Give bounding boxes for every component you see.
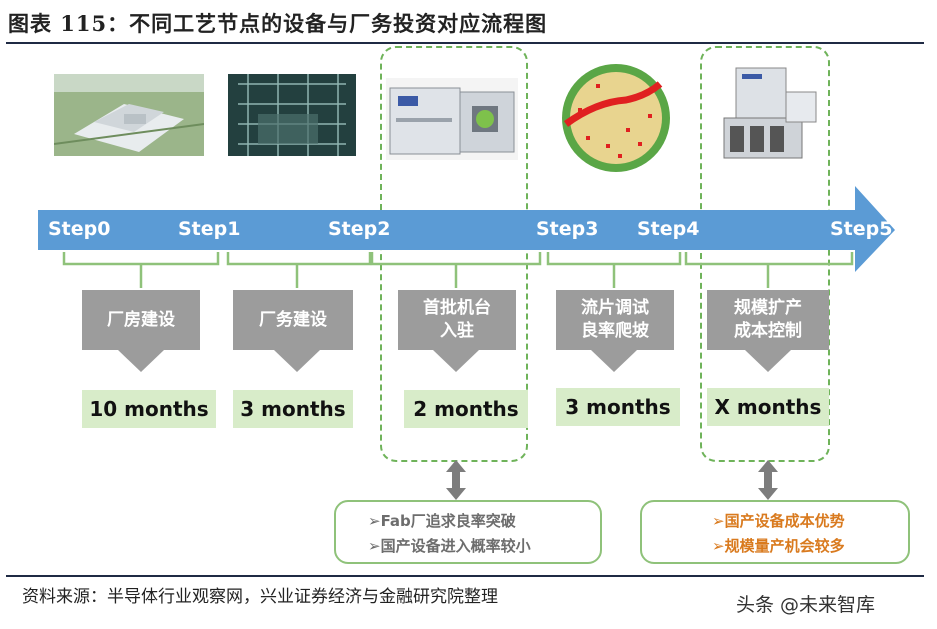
- stage-label-3-line1: 流片调试: [581, 298, 649, 319]
- double-arrow-right: [758, 460, 778, 500]
- bracket-step4: [684, 252, 854, 266]
- highlight-frame-step4: [700, 46, 830, 462]
- double-arrow-left: [446, 460, 466, 500]
- down-arrow-4: [745, 350, 791, 372]
- timeline-arrow: [38, 186, 895, 272]
- stage-label-2-line1: 首批机台: [423, 298, 491, 319]
- stage-box-1: 厂务建设: [233, 290, 353, 350]
- watermark: 头条 @未来智库: [736, 594, 876, 616]
- stage-label-4-line1: 规模扩产: [734, 298, 802, 319]
- bracket-step2: [370, 252, 542, 266]
- top-divider: [6, 42, 924, 44]
- production-tool-image: [706, 62, 822, 174]
- duration-0: 10 months: [82, 390, 216, 428]
- stage-box-2: 首批机台 入驻: [398, 290, 516, 350]
- note-right-line2: ➢规模量产机会较多: [712, 537, 845, 555]
- duration-2: 2 months: [404, 390, 528, 428]
- bottom-divider: [6, 575, 924, 577]
- stage-box-3: 流片调试 良率爬坡: [556, 290, 674, 350]
- step-label-3: Step3: [536, 218, 599, 240]
- stage-label-0-line1: 厂房建设: [107, 309, 175, 330]
- step-label-1: Step1: [178, 218, 241, 240]
- step-label-4: Step4: [637, 218, 700, 240]
- figure-title: 图表 115：不同工艺节点的设备与厂务投资对应流程图: [8, 11, 548, 36]
- bracket-step3: [546, 252, 682, 266]
- down-arrow-2: [433, 350, 479, 372]
- stage-label-4-line2: 成本控制: [734, 321, 802, 341]
- bracket-step1: [226, 252, 372, 266]
- source-note: 资料来源：半导体行业观察网，兴业证券经济与金融研究院整理: [22, 587, 498, 607]
- step-label-5: Step5: [830, 218, 893, 240]
- highlight-frame-step2: [380, 46, 528, 462]
- note-left-line2: ➢国产设备进入概率较小: [368, 537, 531, 555]
- wafer-map-image: [556, 62, 676, 174]
- down-arrow-3: [591, 350, 637, 372]
- note-right-line1: ➢国产设备成本优势: [712, 512, 845, 530]
- duration-1: 3 months: [233, 390, 353, 428]
- lithography-tool-image: [386, 78, 518, 160]
- duration-4: X months: [707, 388, 829, 426]
- stage-box-4: 规模扩产 成本控制: [707, 290, 829, 350]
- note-box-right: [640, 500, 910, 564]
- duration-3: 3 months: [556, 388, 680, 426]
- factory-aerial-image: [54, 74, 204, 156]
- note-box-left: [334, 500, 602, 564]
- bracket-step0: [62, 252, 220, 266]
- stage-label-2-line2: 入驻: [440, 321, 474, 341]
- step-label-0: Step0: [48, 218, 111, 240]
- stage-label-1-line1: 厂务建设: [259, 309, 327, 330]
- down-arrow-1: [274, 350, 320, 372]
- down-arrow-0: [118, 350, 164, 372]
- note-left-line1: ➢Fab厂追求良率突破: [368, 512, 516, 530]
- step-label-2: Step2: [328, 218, 391, 240]
- cleanroom-frame-image: [228, 74, 356, 156]
- stage-label-3-line2: 良率爬坡: [581, 321, 649, 341]
- stage-box-0: 厂房建设: [82, 290, 200, 350]
